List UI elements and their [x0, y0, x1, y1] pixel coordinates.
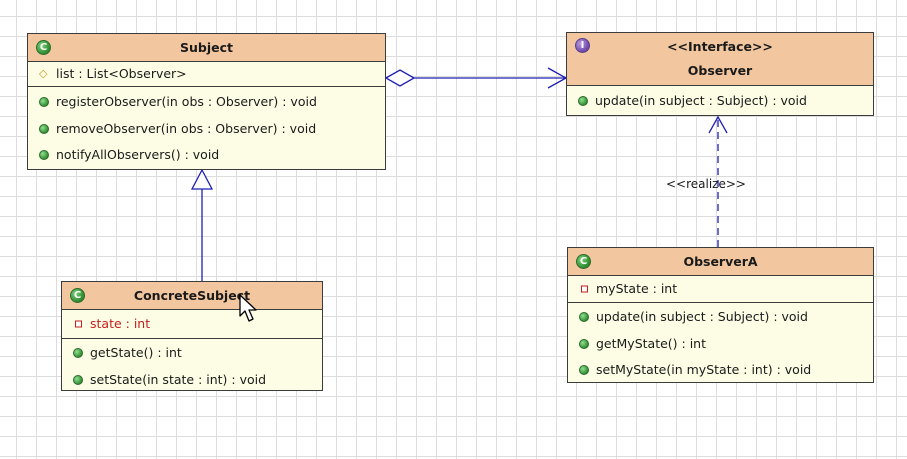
operation-get-state[interactable]: getState() : int — [62, 340, 322, 367]
generalization-link[interactable] — [190, 168, 214, 281]
generalization-arrowhead — [190, 168, 214, 190]
attribute-text: myState : int — [596, 281, 678, 296]
class-observer-a[interactable]: C ObserverA myState : int update(in subj… — [567, 247, 874, 383]
operation-text: registerObserver(in obs : Observer) : vo… — [56, 94, 317, 109]
class-name: ConcreteSubject — [133, 288, 251, 303]
class-header: I <<Interface>> Observer — [567, 33, 873, 86]
class-name: ObserverA — [683, 254, 758, 269]
operations-section: update(in subject : Subject) : void — [567, 86, 873, 115]
operations-section: update(in subject : Subject) : void getM… — [568, 303, 873, 385]
class-icon: C — [70, 288, 85, 303]
attributes-section: state : int — [62, 310, 322, 339]
class-subject[interactable]: C Subject ◇ list : List<Observer> regist… — [27, 33, 386, 170]
stereotype-label: <<Interface>> — [667, 39, 773, 54]
public-visibility-icon — [579, 365, 589, 376]
class-header: C ObserverA — [568, 248, 873, 276]
attributes-section: ◇ list : List<Observer> — [28, 62, 385, 87]
operation-text: update(in subject : Subject) : void — [596, 309, 808, 324]
operation-notify-all-observers[interactable]: notifyAllObservers() : void — [28, 142, 385, 169]
operation-get-my-state[interactable]: getMyState() : int — [568, 331, 873, 358]
class-concrete-subject[interactable]: C ConcreteSubject state : int getState()… — [61, 281, 323, 391]
operation-remove-observer[interactable]: removeObserver(in obs : Observer) : void — [28, 116, 385, 143]
operation-set-my-state[interactable]: setMyState(in myState : int) : void — [568, 357, 873, 384]
aggregation-link[interactable] — [384, 67, 568, 89]
realization-arrowhead — [708, 115, 728, 134]
operation-text: setState(in state : int) : void — [90, 371, 267, 387]
operation-update[interactable]: update(in subject : Subject) : void — [567, 87, 873, 114]
operations-section: getState() : int setState(in state : int… — [62, 339, 322, 394]
realize-label: <<realize>> — [666, 177, 746, 191]
public-visibility-icon — [39, 150, 49, 161]
operation-register-observer[interactable]: registerObserver(in obs : Observer) : vo… — [28, 89, 385, 116]
operation-text: removeObserver(in obs : Observer) : void — [56, 120, 317, 136]
class-header: C Subject — [28, 34, 385, 62]
operation-text: getState() : int — [90, 345, 182, 360]
public-visibility-icon — [579, 312, 589, 323]
attribute-my-state[interactable]: myState : int — [568, 277, 873, 301]
public-visibility-icon — [39, 123, 49, 134]
operation-text: getMyState() : int — [596, 335, 707, 351]
class-icon: C — [36, 40, 51, 55]
operation-set-state[interactable]: setState(in state : int) : void — [62, 367, 322, 394]
operation-text: setMyState(in myState : int) : void — [596, 362, 812, 377]
interface-observer[interactable]: I <<Interface>> Observer update(in subje… — [566, 32, 874, 116]
public-visibility-icon — [579, 338, 589, 349]
private-visibility-icon — [581, 285, 588, 293]
protected-visibility-icon: ◇ — [39, 67, 48, 80]
mouse-cursor-icon — [239, 294, 257, 322]
public-visibility-icon — [73, 348, 83, 359]
attribute-text: state : int — [90, 316, 151, 331]
interface-icon: I — [575, 38, 590, 53]
attribute-text: list : List<Observer> — [56, 66, 187, 81]
class-name: Observer — [687, 63, 753, 78]
public-visibility-icon — [73, 374, 83, 385]
class-header: C ConcreteSubject — [62, 282, 322, 310]
aggregation-diamond — [384, 69, 416, 87]
operations-section: registerObserver(in obs : Observer) : vo… — [28, 87, 385, 171]
class-icon: C — [576, 254, 591, 269]
attribute-list[interactable]: ◇ list : List<Observer> — [28, 63, 385, 85]
attributes-section: myState : int — [568, 276, 873, 303]
operation-text: notifyAllObservers() : void — [56, 147, 220, 162]
operation-text: update(in subject : Subject) : void — [595, 93, 807, 108]
private-visibility-icon — [75, 320, 82, 328]
realization-link[interactable] — [708, 115, 728, 247]
operation-update[interactable]: update(in subject : Subject) : void — [568, 304, 873, 331]
class-name: Subject — [180, 40, 233, 55]
attribute-state[interactable]: state : int — [62, 311, 322, 337]
public-visibility-icon — [39, 97, 49, 108]
public-visibility-icon — [578, 95, 588, 106]
